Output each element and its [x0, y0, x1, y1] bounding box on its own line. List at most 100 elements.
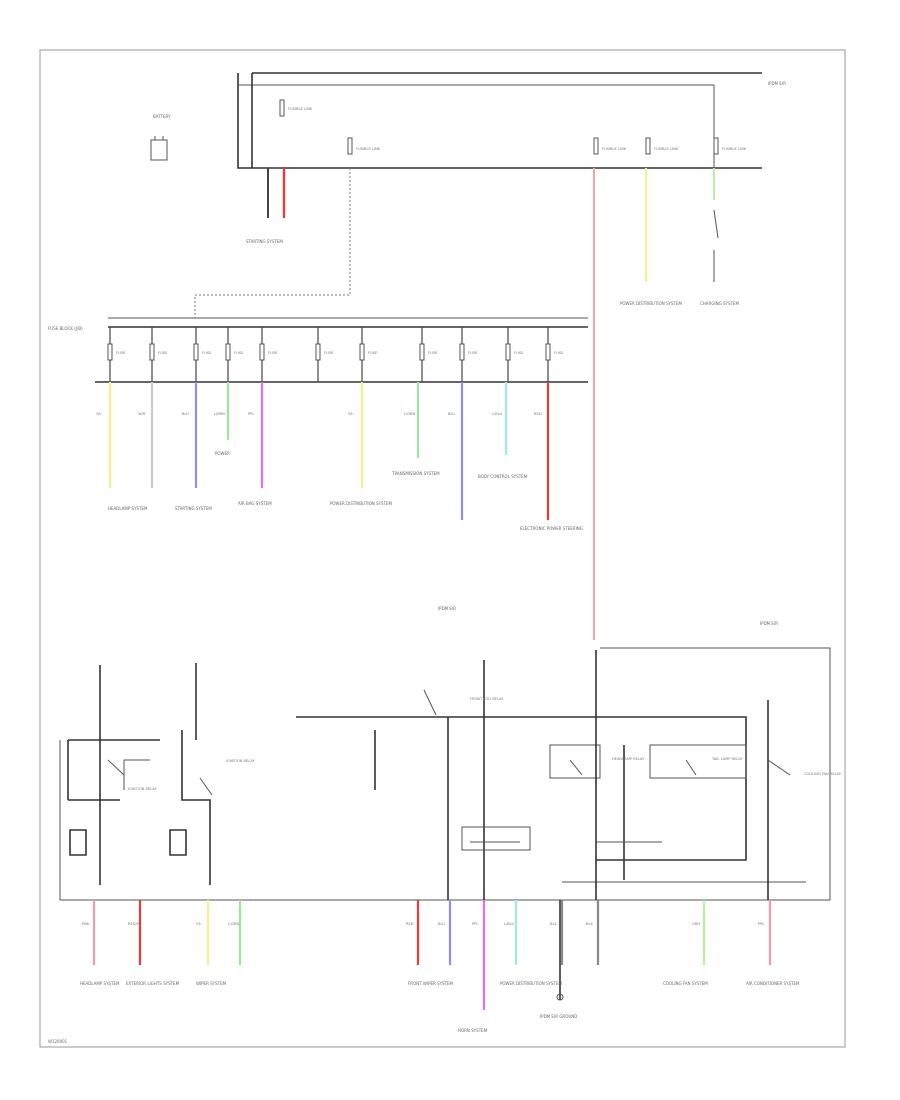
row-drop-1: Y/L: [96, 382, 112, 488]
top-fuse-4: FUSIBLE LINK: [645, 137, 679, 155]
row-fuse-1: FUSE: [107, 327, 126, 382]
row-drop-9: L/BLU: [492, 382, 508, 455]
svg-text:FUSIBLE LINK: FUSIBLE LINK: [654, 147, 679, 151]
svg-text:GRN: GRN: [692, 922, 700, 926]
bottom-system-3: WIPER SYSTEM: [196, 981, 227, 986]
top-fuse-3: FUSIBLE LINK: [593, 137, 627, 155]
bottom-system-2: EXTERIOR LIGHTS SYSTEM: [126, 981, 180, 986]
top-right-label: IPDM E/R: [768, 81, 786, 86]
svg-text:PPL: PPL: [758, 922, 764, 926]
svg-text:FUSE: FUSE: [428, 351, 438, 355]
bottom-drop-9: BLK: [550, 900, 564, 965]
bottom-system-8: COOLING FAN SYSTEM: [663, 981, 708, 986]
svg-text:FUSE: FUSE: [158, 351, 168, 355]
svg-text:FUSIBLE LINK: FUSIBLE LINK: [356, 147, 381, 151]
row-drop-7: L/GRN: [404, 382, 420, 458]
top-fuse-2: FUSIBLE LINK: [347, 137, 381, 155]
row-drop-2: W/R: [138, 382, 154, 488]
mid-system-7: BODY CONTROL SYSTEM: [478, 474, 528, 479]
svg-text:FUSE: FUSE: [324, 351, 334, 355]
svg-text:L/BRN: L/BRN: [214, 412, 225, 416]
svg-text:FUSE: FUSE: [116, 351, 126, 355]
row-fuse-8: FUSE: [419, 327, 438, 382]
bottom-drop-5: RED: [406, 900, 420, 965]
starting-system-label: STARTING SYSTEM: [246, 239, 283, 244]
svg-text:L/BLU: L/BLU: [492, 412, 503, 416]
bottom-drop-12: PPL: [758, 900, 772, 965]
mid-system-6: TRANSMISSION SYSTEM: [391, 471, 440, 476]
svg-text:L/BLU: L/BLU: [504, 922, 515, 926]
bottom-drop-7: PPL: [472, 900, 486, 1010]
row-fuse-7: FUSE: [359, 327, 378, 382]
bottom-drop-8: L/BLU: [504, 900, 518, 965]
svg-text:PPL: PPL: [472, 922, 478, 926]
svg-text:BLU: BLU: [438, 922, 445, 926]
svg-text:FUSE: FUSE: [368, 351, 378, 355]
bottom-drop-11: GRN: [692, 900, 706, 965]
bottom-drop-1: PNK: [82, 900, 96, 965]
svg-text:Y/L: Y/L: [96, 412, 101, 416]
bottom-drop-4: L/GRN: [228, 900, 242, 965]
svg-text:PPL: PPL: [248, 412, 254, 416]
fuse-block-label: FUSE BLOCK (J/B): [48, 326, 83, 331]
row-drop-3: BLU: [182, 382, 198, 488]
bottom-drop-6: BLU: [438, 900, 452, 965]
top-fuse-1: FUSIBLE LINK: [279, 99, 313, 117]
top-fuse-5: FUSIBLE LINK: [713, 137, 747, 155]
relay-label-3: FRONT FOG RELAY: [470, 697, 504, 701]
bottom-drop-3: Y/L: [196, 900, 210, 965]
bottom-system-7: IPDM E/R GROUND: [540, 1014, 577, 1019]
svg-text:L/GRN: L/GRN: [404, 412, 415, 416]
battery-label: BATTERY: [153, 114, 171, 119]
mid-system-3: POWER: [215, 451, 230, 456]
svg-text:FUSE: FUSE: [514, 351, 524, 355]
svg-text:FUSIBLE LINK: FUSIBLE LINK: [288, 107, 313, 111]
bottom-system-6: POWER DISTRIBUTION SYSTEM: [500, 981, 562, 986]
svg-text:FUSIBLE LINK: FUSIBLE LINK: [722, 147, 747, 151]
svg-text:W/R: W/R: [138, 412, 146, 416]
top-feed-2: [238, 84, 715, 168]
bottom-system-9: AIR CONDITIONER SYSTEM: [746, 981, 800, 986]
mid-system-4: AIR BAG SYSTEM: [238, 501, 272, 506]
row-drop-4: L/BRN: [214, 382, 230, 440]
svg-text:RED: RED: [534, 412, 542, 416]
right-branch-1: POWER DISTRIBUTION SYSTEM: [620, 301, 682, 306]
bottom-system-4: FRONT WIPER SYSTEM: [408, 981, 454, 986]
svg-text:Y/L: Y/L: [196, 922, 201, 926]
svg-text:FUSE: FUSE: [468, 351, 478, 355]
svg-text:FUSIBLE LINK: FUSIBLE LINK: [602, 147, 627, 151]
row-fuse-6: FUSE: [315, 327, 334, 382]
row-fuse-11: FUSE: [545, 327, 564, 382]
relay-label-1: IGNITION RELAY: [128, 787, 158, 791]
row-fuses: FUSE FUSE FUSE FUSE FUSE FUSE FUSE FUSE FUSE FUSE…: [107, 327, 564, 382]
top-bus: [237, 73, 762, 169]
mid-ground: IPDM E/R: [438, 606, 456, 611]
svg-text:FUSE: FUSE: [268, 351, 278, 355]
svg-text:BLU: BLU: [182, 412, 189, 416]
row-fuse-9: FUSE: [459, 327, 478, 382]
row-fuse-5: FUSE: [259, 327, 278, 382]
row-drop-8: BLU: [448, 382, 464, 520]
mid-system-8: ELECTRONIC POWER STEERING: [520, 526, 583, 531]
svg-text:FUSE: FUSE: [554, 351, 564, 355]
row-drop-6: Y/L: [348, 382, 364, 488]
row-drop-5: PPL: [248, 382, 264, 488]
battery-icon: [150, 136, 168, 161]
svg-text:RED: RED: [406, 922, 414, 926]
row-fuse-2: FUSE: [149, 327, 168, 382]
relay-label-6: COOLING FAN RELAY: [804, 772, 842, 776]
relay-label-5: TAIL LAMP RELAY: [711, 757, 744, 761]
diagram-frame: [39, 49, 846, 1048]
bottom-system-1: HEADLAMP SYSTEM: [80, 981, 120, 986]
bottom-drop-10: BLK: [586, 900, 600, 965]
svg-text:BLU: BLU: [448, 412, 455, 416]
right-panel-label: IPDM E/R: [760, 621, 778, 626]
mid-system-2: STARTING SYSTEM: [175, 506, 212, 511]
page-id: W120001: [48, 1039, 68, 1044]
svg-text:FUSE: FUSE: [202, 351, 212, 355]
svg-text:BLK: BLK: [586, 922, 593, 926]
mid-system-5: POWER DISTRIBUTION SYSTEM: [330, 501, 392, 506]
